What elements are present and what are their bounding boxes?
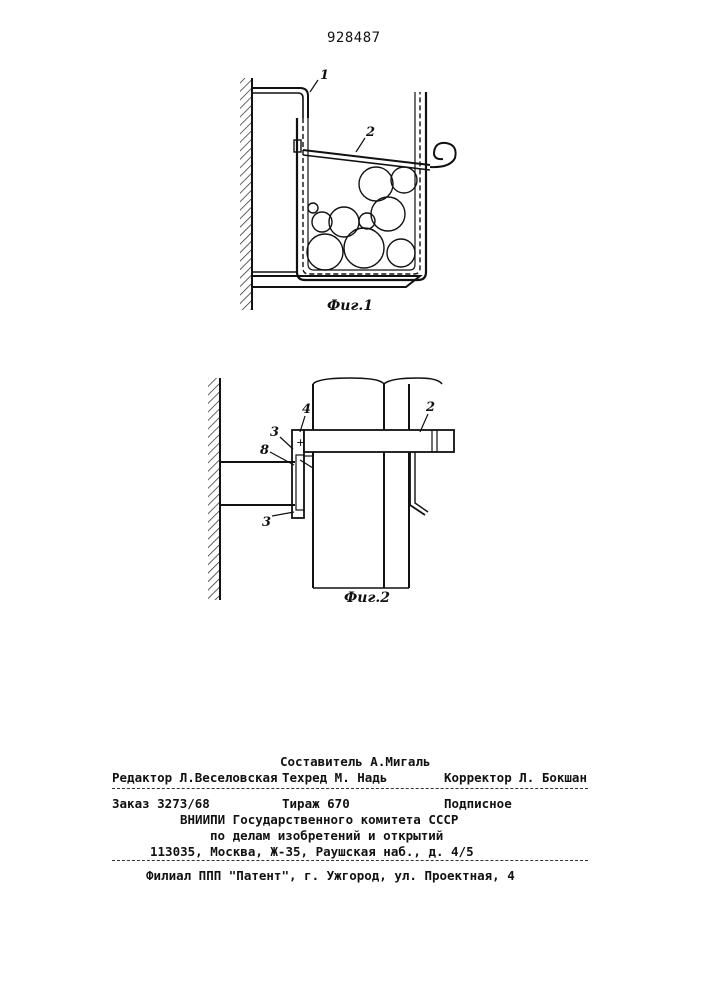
org-line-2: по делам изобретений и открытий [210, 828, 443, 843]
fig1-balls [307, 167, 417, 270]
fig1-basket [297, 92, 426, 280]
compiler: Составитель А.Мигаль [280, 754, 431, 769]
fig2-wall-hatch [208, 378, 220, 600]
fig2-label-3-bottom: 3 [262, 515, 271, 530]
fig1-label-2: 2 [366, 125, 375, 140]
branch-address: Филиал ППП "Патент", г. Ужгород, ул. Про… [146, 868, 515, 883]
fig2-label-8: 8 [260, 443, 269, 458]
divider-2 [112, 860, 588, 861]
order-number: Заказ 3273/68 [112, 796, 210, 811]
fig1-label-1: 1 [320, 68, 329, 83]
fig1-caption: Фиг.1 [327, 298, 373, 314]
fig2-label-3-top: 3 [270, 425, 279, 440]
fig2-label-4: 4 [302, 402, 311, 417]
fig1-wall-hatch [240, 78, 252, 310]
subscription: Подписное [444, 796, 512, 811]
corrector: Корректор Л. Бокшан [444, 770, 587, 785]
org-line-1: ВНИИПИ Государственного комитета СССР [180, 812, 458, 827]
fig2-label-2: 2 [426, 400, 435, 415]
editor: Редактор Л.Веселовская [112, 770, 278, 785]
tech-editor: Техред М. Надь [282, 770, 387, 785]
circulation: Тираж 670 [282, 796, 350, 811]
org-line-3: 113035, Москва, Ж-35, Раушская наб., д. … [150, 844, 474, 859]
fig2-caption: Фиг.2 [344, 590, 390, 606]
divider-1 [112, 788, 588, 789]
